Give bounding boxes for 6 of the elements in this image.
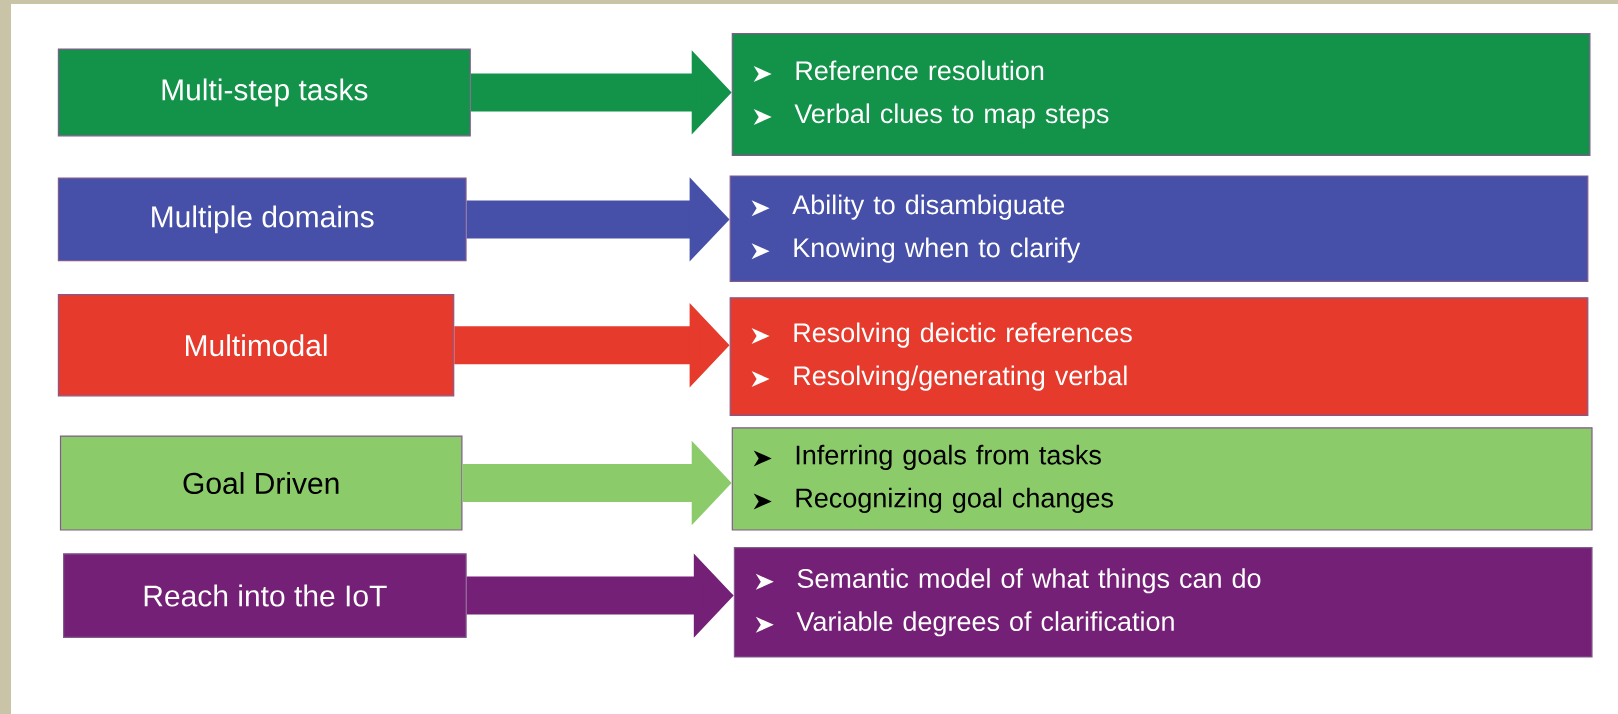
label-box: Reach into the IoT — [63, 553, 467, 638]
label-box: Goal Driven — [59, 435, 463, 531]
label-box: Multimodal — [57, 294, 455, 397]
bullet-list-box: Semantic model of what things can do Variable degrees of clarification — [733, 547, 1593, 658]
label-box: Multi-step tasks — [57, 48, 471, 137]
label-box: Multiple domains — [57, 177, 467, 262]
